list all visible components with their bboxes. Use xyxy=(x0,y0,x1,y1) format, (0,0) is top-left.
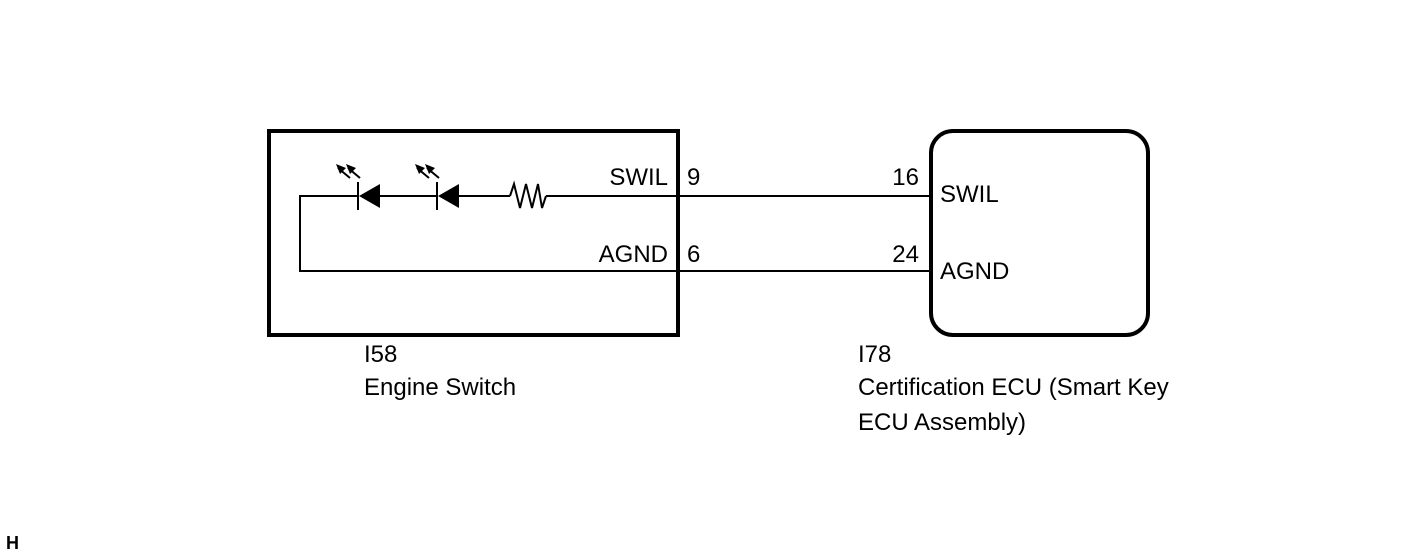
ecu-swil-label: SWIL xyxy=(940,181,999,208)
ecu-agnd-pin: 24 xyxy=(892,241,919,268)
certification-ecu-component: SWIL AGND xyxy=(929,129,1150,337)
certification-ecu-name-line2: ECU Assembly) xyxy=(858,409,1026,436)
engine-switch-name: Engine Switch xyxy=(364,374,516,401)
ecu-agnd-label: AGND xyxy=(940,258,1009,285)
engine-switch-swil-label: SWIL xyxy=(609,164,668,191)
certification-ecu-code: I78 xyxy=(858,341,891,368)
resistor-icon xyxy=(509,180,547,209)
engine-switch-agnd-label: AGND xyxy=(599,241,668,268)
engine-switch-agnd-pin: 6 xyxy=(687,241,700,268)
led-icon xyxy=(336,164,380,210)
engine-switch-box xyxy=(267,129,680,337)
engine-switch-swil-pin: 9 xyxy=(687,164,700,191)
certification-ecu-name-line1: Certification ECU (Smart Key xyxy=(858,374,1169,401)
ecu-swil-pin: 16 xyxy=(892,164,919,191)
corner-marker: H xyxy=(6,533,19,553)
engine-switch-internal-return-wire xyxy=(299,195,678,272)
certification-ecu-box xyxy=(929,129,1150,337)
led-icon xyxy=(415,164,459,210)
engine-switch-code: I58 xyxy=(364,341,397,368)
engine-switch-component: SWIL AGND xyxy=(267,129,680,337)
